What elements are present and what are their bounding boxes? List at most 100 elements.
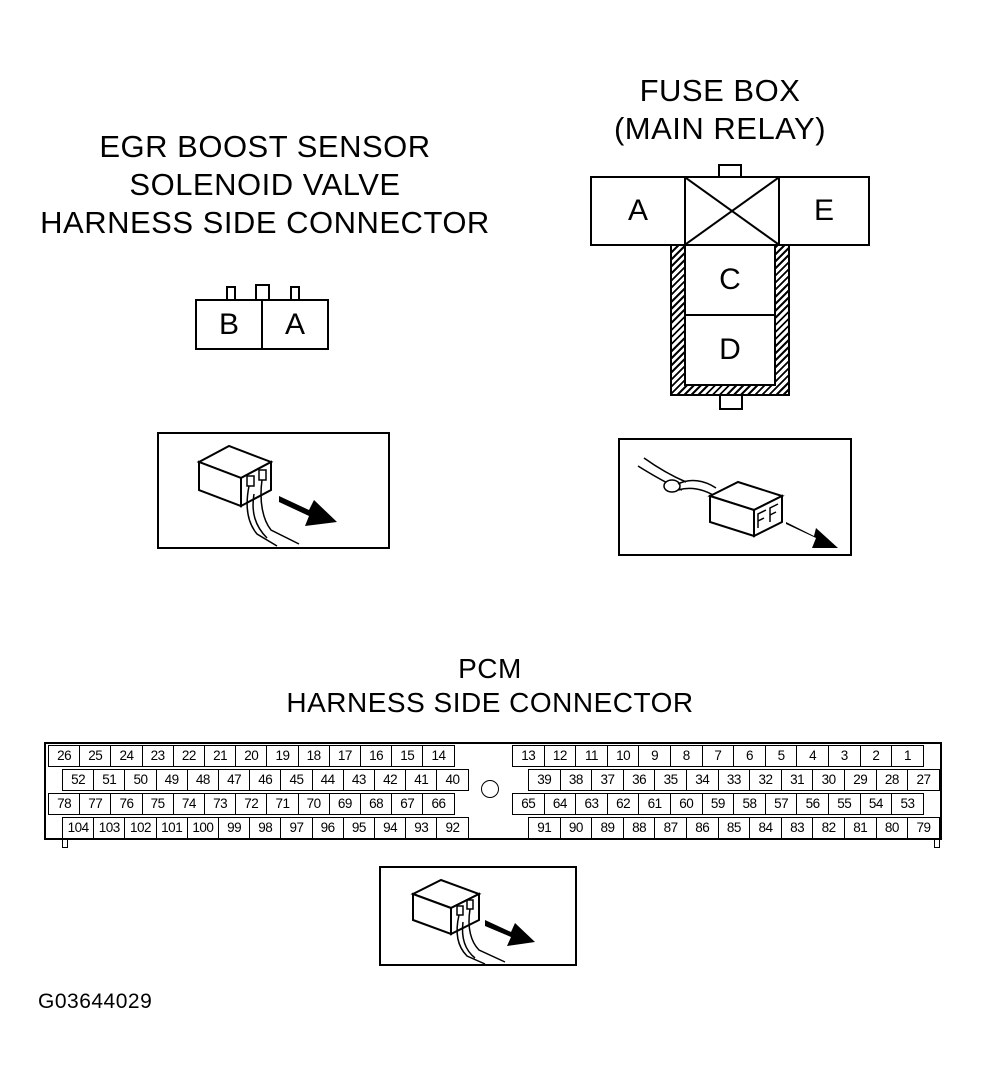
pcm-pin-98: 98 <box>249 817 282 839</box>
pcm-title-line-1: PCM <box>458 653 522 684</box>
pcm-pin-42: 42 <box>374 769 407 791</box>
pcm-pin-92: 92 <box>436 817 469 839</box>
relay-top-latch <box>718 164 742 178</box>
pcm-pin-75: 75 <box>141 793 174 815</box>
pcm-pin-74: 74 <box>172 793 205 815</box>
pcm-pin-11: 11 <box>575 745 608 767</box>
pcm-pin-57: 57 <box>764 793 798 815</box>
pcm-title-line-2: HARNESS SIDE CONNECTOR <box>286 687 694 718</box>
pcm-pin-53: 53 <box>891 793 924 815</box>
pcm-pin-90: 90 <box>559 817 593 839</box>
pcm-pin-39: 39 <box>528 769 561 791</box>
relay-terminal-d: D <box>684 314 776 386</box>
pcm-pin-32: 32 <box>749 769 782 791</box>
pcm-pin-71: 71 <box>266 793 299 815</box>
pcm-pin-29: 29 <box>844 769 877 791</box>
relay-view-illustration <box>637 457 838 548</box>
pcm-pin-68: 68 <box>360 793 393 815</box>
pcm-pin-63: 63 <box>575 793 608 815</box>
pcm-pin-83: 83 <box>780 817 814 839</box>
pcm-pin-16: 16 <box>360 745 393 767</box>
figure-code: G03644029 <box>38 990 153 1013</box>
pcm-pin-58: 58 <box>733 793 766 815</box>
pcm-pin-65: 65 <box>512 793 545 815</box>
pcm-pin-23: 23 <box>141 745 174 767</box>
connector-view-illustration <box>410 878 535 965</box>
pcm-pin-24: 24 <box>110 745 143 767</box>
pcm-pin-104: 104 <box>62 817 95 839</box>
pcm-pin-100: 100 <box>186 817 219 839</box>
pcm-pin-26: 26 <box>48 745 81 767</box>
pcm-pin-20: 20 <box>235 745 268 767</box>
pcm-pin-87: 87 <box>654 817 687 839</box>
pcm-pin-10: 10 <box>606 745 640 767</box>
pcm-pin-102: 102 <box>124 817 157 839</box>
egr-title-line-1: EGR BOOST SENSOR <box>99 129 431 164</box>
pcm-pin-13: 13 <box>512 745 545 767</box>
pcm-pin-77: 77 <box>79 793 112 815</box>
pcm-pin-56: 56 <box>796 793 829 815</box>
pcm-pin-1: 1 <box>891 745 924 767</box>
egr-connector-latch <box>255 284 270 300</box>
pcm-pin-61: 61 <box>638 793 671 815</box>
pcm-pin-97: 97 <box>280 817 313 839</box>
pcm-pin-78: 78 <box>48 793 81 815</box>
pcm-pin-67: 67 <box>391 793 424 815</box>
pcm-pin-66: 66 <box>422 793 455 815</box>
pcm-pin-80: 80 <box>875 817 909 839</box>
egr-terminal-a: A <box>261 299 329 350</box>
pcm-pin-84: 84 <box>749 817 782 839</box>
pcm-pin-47: 47 <box>218 769 251 791</box>
relay-terminal-c: C <box>684 244 776 316</box>
pcm-pin-5: 5 <box>764 745 798 767</box>
pcm-pin-43: 43 <box>342 769 375 791</box>
pcm-pin-52: 52 <box>62 769 95 791</box>
pcm-pin-34: 34 <box>686 769 719 791</box>
pcm-pin-46: 46 <box>249 769 282 791</box>
pcm-pin-70: 70 <box>297 793 330 815</box>
pcm-pin-41: 41 <box>405 769 438 791</box>
pcm-pin-31: 31 <box>780 769 814 791</box>
pcm-pin-86: 86 <box>686 817 719 839</box>
pcm-connector-foot <box>934 840 940 848</box>
egr-connector-view-inset <box>157 432 390 549</box>
pcm-pin-89: 89 <box>591 817 624 839</box>
relay-blank-terminal <box>684 176 780 246</box>
blank-terminal-cross <box>686 178 778 244</box>
pcm-pin-22: 22 <box>172 745 205 767</box>
connector-view-illustration <box>196 444 337 547</box>
pcm-pin-36: 36 <box>622 769 656 791</box>
pcm-pin-103: 103 <box>93 817 126 839</box>
pcm-pin-79: 79 <box>907 817 940 839</box>
pcm-connector-title: PCM HARNESS SIDE CONNECTOR <box>190 652 790 720</box>
egr-connector-latch <box>226 286 236 300</box>
pcm-pin-69: 69 <box>328 793 361 815</box>
relay-terminal-a: A <box>590 176 686 246</box>
egr-terminal-b: B <box>195 299 263 350</box>
pcm-pin-88: 88 <box>622 817 656 839</box>
pcm-pin-12: 12 <box>543 745 577 767</box>
fuse-title-line-2: (MAIN RELAY) <box>613 111 827 146</box>
pcm-pin-38: 38 <box>559 769 593 791</box>
pcm-pin-14: 14 <box>422 745 455 767</box>
pcm-pin-4: 4 <box>796 745 829 767</box>
pcm-pin-50: 50 <box>124 769 157 791</box>
pcm-pin-55: 55 <box>828 793 861 815</box>
egr-title-line-3: HARNESS SIDE CONNECTOR <box>40 205 490 240</box>
pcm-pin-82: 82 <box>812 817 845 839</box>
fuse-box-view-inset <box>618 438 852 556</box>
pcm-pin-37: 37 <box>591 769 624 791</box>
pcm-pin-35: 35 <box>654 769 687 791</box>
pcm-pin-96: 96 <box>311 817 344 839</box>
pcm-pin-8: 8 <box>670 745 703 767</box>
pcm-pin-85: 85 <box>717 817 751 839</box>
pcm-pin-94: 94 <box>374 817 407 839</box>
pcm-pin-76: 76 <box>110 793 143 815</box>
pcm-pin-6: 6 <box>733 745 766 767</box>
pcm-pin-95: 95 <box>342 817 375 839</box>
pcm-pin-33: 33 <box>717 769 751 791</box>
pcm-pin-81: 81 <box>844 817 877 839</box>
pcm-pin-45: 45 <box>280 769 313 791</box>
pcm-pin-93: 93 <box>405 817 438 839</box>
pcm-pin-25: 25 <box>79 745 112 767</box>
